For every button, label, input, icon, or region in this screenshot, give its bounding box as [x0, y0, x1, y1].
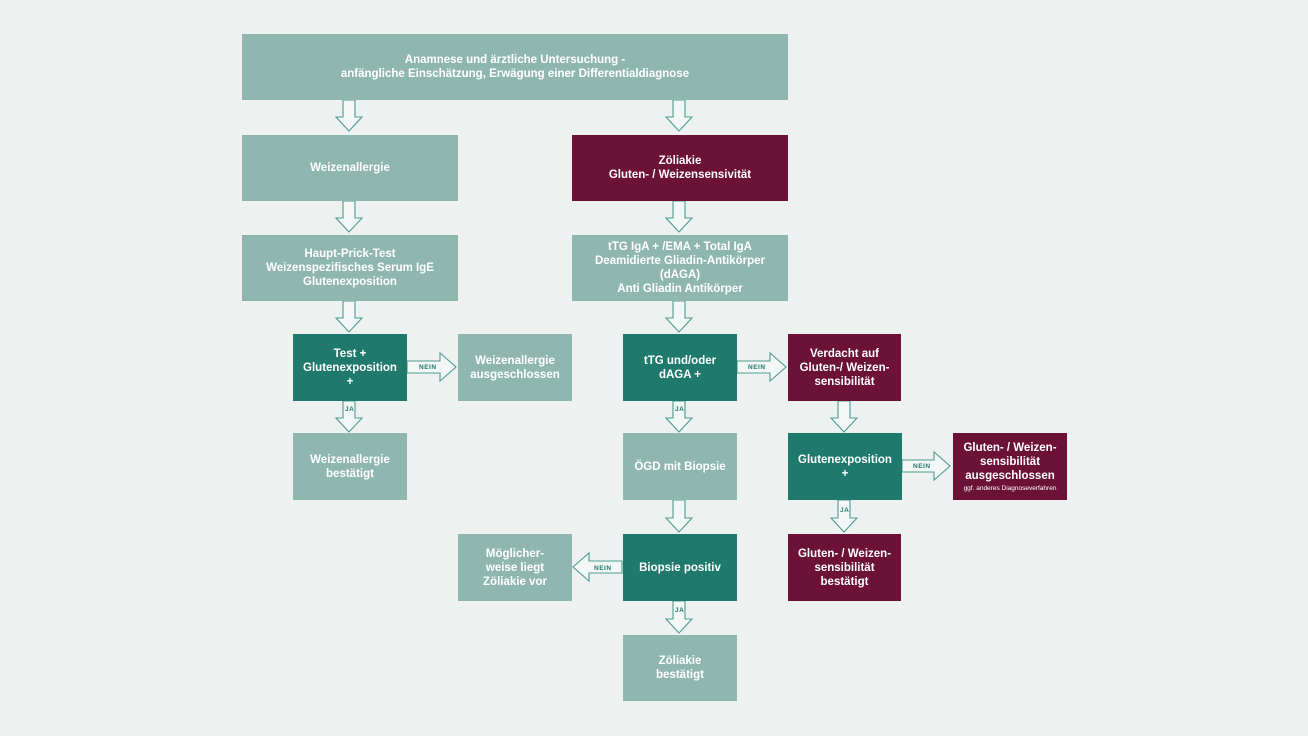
node-allergy-tests: Haupt-Prick-Test Weizenspezifisches Seru… [242, 235, 458, 301]
node-zoeliakie: Zöliakie Gluten- / Weizensensivität [572, 135, 788, 201]
edge-label-no: NEIN [748, 364, 766, 371]
node-allergy-confirmed-line2: bestätigt [326, 467, 374, 480]
node-gluten-exposition: Glutenexposition + [788, 433, 902, 500]
node-anamnese-line1: Anamnese und ärztliche Untersuchung - [404, 54, 626, 66]
node-sensitivity-excluded-line2: sensibilität [979, 455, 1041, 468]
node-sensitivity-confirmed-line1: Gluten- / Weizen- [797, 547, 892, 560]
edge-label-yes: JA [345, 406, 354, 413]
node-biopsy-positive-line1: Biopsie positiv [639, 561, 721, 574]
node-oegd: ÖGD mit Biopsie [623, 433, 737, 500]
arrow-down-ttg-yes [664, 400, 694, 433]
node-possible-celiac-line3: Zöliakie vor [483, 575, 547, 588]
node-sensitivity-excluded-line3: ausgeschlossen [965, 469, 1055, 482]
arrow-down-celiac-tests-to-result [664, 300, 694, 333]
arrow-left-biopsy-no [572, 551, 623, 583]
node-suspect-sensitivity-line1: Verdacht auf [809, 347, 880, 360]
arrow-down-exposition-yes [829, 499, 859, 533]
node-weizenallergie-line1: Weizenallergie [310, 162, 390, 174]
node-sensitivity-excluded-line1: Gluten- / Weizen- [963, 441, 1057, 454]
node-gluten-exposition-line1: Glutenexposition + [798, 453, 892, 480]
node-anamnese: Anamnese und ärztliche Untersuchung - an… [242, 34, 788, 100]
node-possible-celiac: Möglicher- weise liegt Zöliakie vor [458, 534, 572, 601]
node-zoeliakie-line1: Zöliakie [658, 155, 702, 167]
edge-label-yes: JA [840, 507, 849, 514]
node-celiac-confirmed: Zöliakie bestätigt [623, 635, 737, 701]
node-allergy-tests-line1: Haupt-Prick-Test [304, 248, 396, 260]
node-possible-celiac-line2: weise liegt [485, 561, 545, 574]
arrow-down-suspect-to-exposition [829, 400, 859, 433]
arrow-down-allergy-to-tests [334, 200, 364, 233]
edge-label-no: NEIN [594, 565, 612, 572]
node-ttg-plus-line2: dAGA + [658, 368, 702, 381]
node-sensitivity-confirmed-line2: sensibilität [814, 561, 875, 574]
node-celiac-tests-line3: Anti Gliadin Antikörper [617, 283, 743, 295]
node-suspect-sensitivity-line2: Gluten-/ Weizen- [799, 361, 890, 374]
node-allergy-confirmed: Weizenallergie bestätigt [293, 433, 407, 500]
node-anamnese-line2: anfängliche Einschätzung, Erwägung einer… [340, 68, 690, 80]
node-ttg-plus-line1: tTG und/oder [643, 354, 717, 367]
arrow-down-biopsy-yes [664, 600, 694, 634]
node-allergy-excluded-line1: Weizenallergie [475, 354, 555, 367]
arrow-down-anamnese-to-celiac [664, 99, 694, 132]
node-suspect-sensitivity-line3: sensibilität [814, 375, 875, 388]
node-test-plus-line2: Glutenexposition + [303, 361, 397, 388]
arrow-right-ttg-no [736, 351, 787, 383]
node-celiac-confirmed-line1: Zöliakie [658, 655, 702, 667]
node-allergy-excluded-line2: ausgeschlossen [470, 368, 560, 381]
node-test-plus: Test + Glutenexposition + [293, 334, 407, 401]
node-celiac-tests: tTG IgA + /EMA + Total IgA Deamidierte G… [572, 235, 788, 301]
node-celiac-tests-line1: tTG IgA + /EMA + Total IgA [608, 241, 752, 253]
edge-label-yes: JA [675, 607, 684, 614]
node-celiac-confirmed-line2: bestätigt [656, 669, 704, 681]
arrow-down-test-plus-yes [334, 400, 364, 433]
node-sensitivity-excluded-note: ggf. anderes Diagnoseverfahren [963, 484, 1057, 492]
node-sensitivity-excluded: Gluten- / Weizen- sensibilität ausgeschl… [953, 433, 1067, 500]
node-allergy-excluded: Weizenallergie ausgeschlossen [458, 334, 572, 401]
node-oegd-line1: ÖGD mit Biopsie [634, 460, 726, 473]
arrow-down-celiac-to-tests [664, 200, 694, 233]
edge-label-no: NEIN [913, 463, 931, 470]
node-possible-celiac-line1: Möglicher- [485, 547, 545, 560]
node-sensitivity-confirmed: Gluten- / Weizen- sensibilität bestätigt [788, 534, 901, 601]
node-celiac-tests-line2: Deamidierte Gliadin-Antikörper (dAGA) [595, 255, 765, 281]
node-weizenallergie: Weizenallergie [242, 135, 458, 201]
node-allergy-confirmed-line1: Weizenallergie [310, 453, 390, 466]
node-test-plus-line1: Test + [333, 347, 367, 360]
edge-label-no: NEIN [419, 364, 437, 371]
node-zoeliakie-line2: Gluten- / Weizensensivität [608, 169, 752, 181]
node-allergy-tests-line2: Weizenspezifisches Serum IgE [266, 262, 434, 274]
arrow-right-exposition-no [901, 450, 951, 482]
edge-label-yes: JA [675, 406, 684, 413]
arrow-down-anamnese-to-allergy [334, 99, 364, 132]
arrow-down-oegd-to-biopsy [664, 499, 694, 533]
node-biopsy-positive: Biopsie positiv [623, 534, 737, 601]
arrow-down-allergy-tests-to-result [334, 300, 364, 333]
node-ttg-plus: tTG und/oder dAGA + [623, 334, 737, 401]
node-suspect-sensitivity: Verdacht auf Gluten-/ Weizen- sensibilit… [788, 334, 901, 401]
arrow-right-test-plus-no [406, 351, 457, 383]
node-allergy-tests-line3: Glutenexposition [303, 276, 397, 288]
node-sensitivity-confirmed-line3: bestätigt [820, 575, 869, 588]
